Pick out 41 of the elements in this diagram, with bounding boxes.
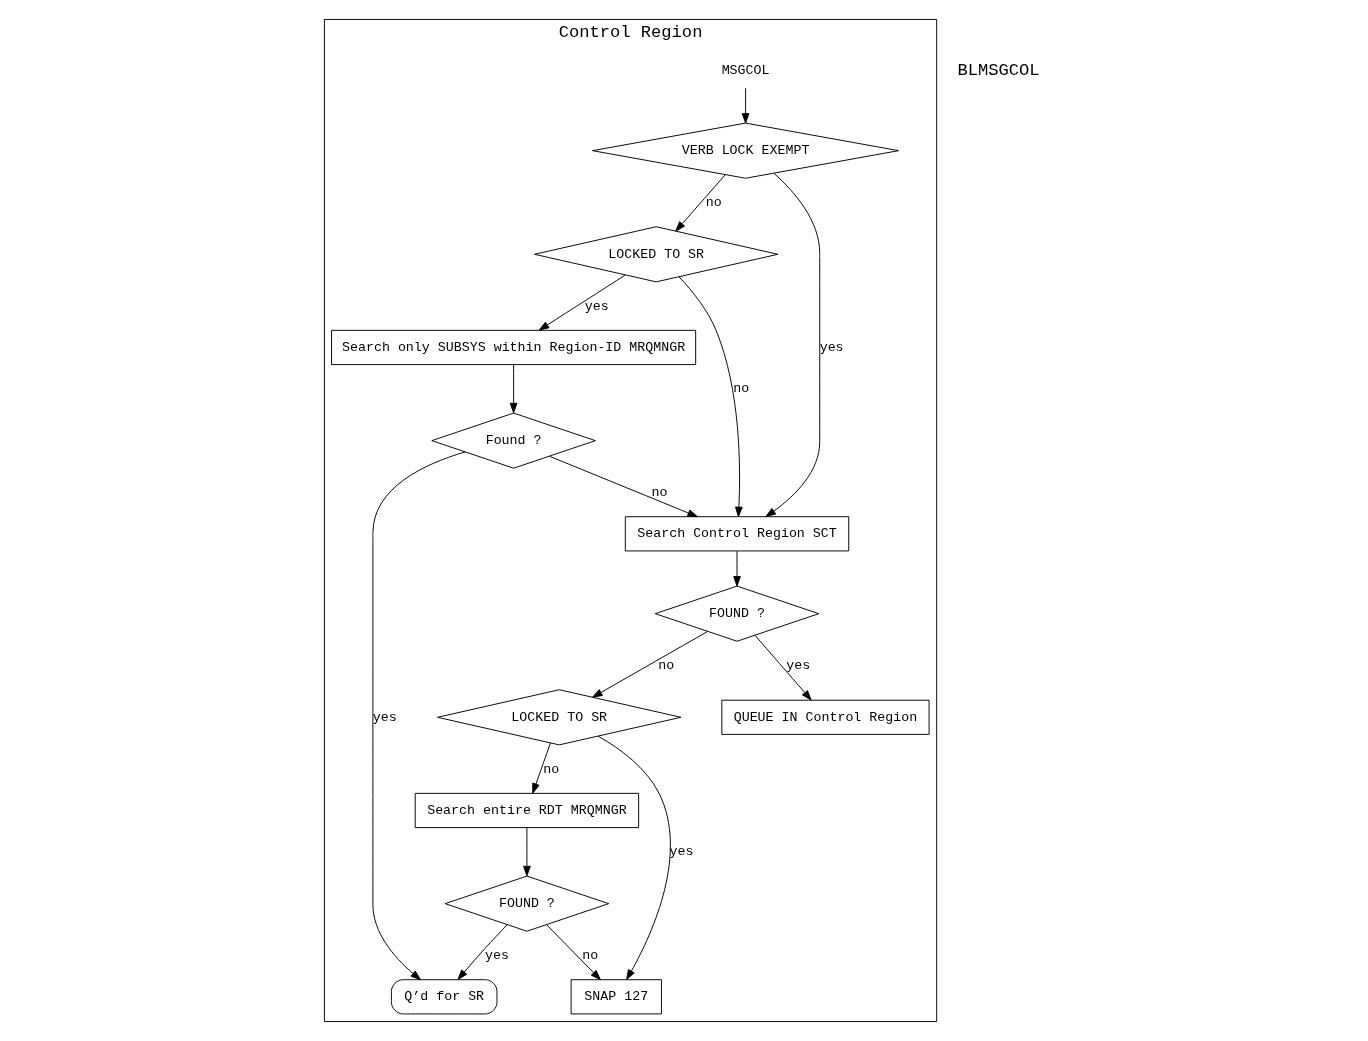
arrow <box>531 742 551 794</box>
node-box: Q’d for SR <box>390 979 497 1015</box>
arrow <box>509 364 517 414</box>
edge-label: no <box>651 484 668 500</box>
edge-label: yes <box>584 298 609 314</box>
node-text: MSGCOL <box>721 63 770 79</box>
arrow <box>678 276 743 518</box>
node-diamond: Found ? <box>430 412 596 469</box>
edge-label: yes <box>668 844 693 860</box>
node-diamond: VERB LOCK EXEMPT <box>591 122 899 179</box>
arrow <box>741 87 749 124</box>
arrow <box>457 924 508 980</box>
arrow <box>538 274 626 331</box>
edge-label: no <box>732 381 749 397</box>
arrow <box>597 735 671 980</box>
node-box: SNAP 127 <box>570 979 662 1015</box>
edge-label: yes <box>484 947 509 963</box>
arrow <box>591 630 708 698</box>
arrow <box>545 924 601 981</box>
node-box: Search entire RDT MRQMNGR <box>414 792 639 829</box>
node-diamond: FOUND ? <box>444 875 609 932</box>
arrow <box>371 451 466 981</box>
arrow <box>732 550 741 587</box>
arrow <box>674 174 726 232</box>
node-box: Search only SUBSYS within Region-ID MRQMNGR <box>330 329 696 366</box>
edge-label: yes <box>819 339 844 355</box>
edge-label: no <box>581 947 598 963</box>
edge-label: yes <box>785 658 810 673</box>
edge-label: no <box>542 761 559 777</box>
arrow <box>765 172 820 518</box>
arrow <box>754 634 812 701</box>
edge-label: no <box>657 658 674 673</box>
node-box: Search Control Region SCT <box>624 516 849 552</box>
edge-label: yes <box>372 709 397 725</box>
edge-label: no <box>705 195 722 210</box>
label: BLMSGCOL <box>956 60 1040 80</box>
node-diamond: LOCKED TO SR <box>533 226 778 283</box>
arrow <box>548 455 698 518</box>
node-box: QUEUE IN Control Region <box>720 699 930 735</box>
arrow <box>522 827 531 877</box>
node-diamond: FOUND ? <box>654 585 819 642</box>
